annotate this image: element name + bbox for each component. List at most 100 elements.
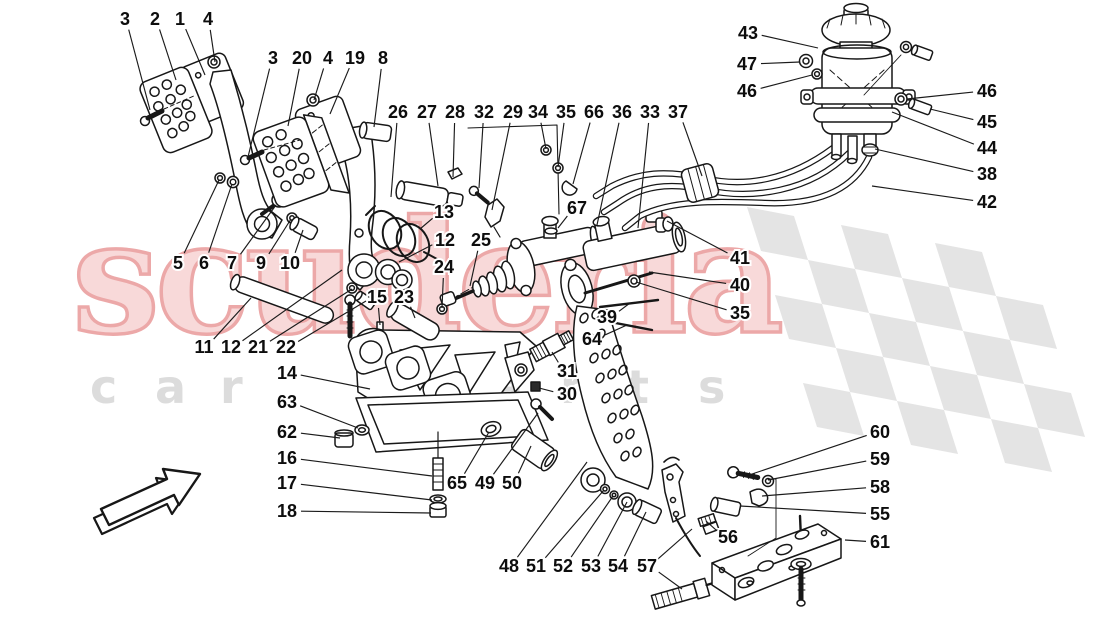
push-rod	[583, 271, 654, 295]
part-label-12: 12	[435, 230, 455, 250]
pivot-shaft	[395, 180, 464, 207]
flag-cell	[841, 225, 902, 278]
pivot-bushings	[374, 258, 413, 291]
clevis-pin	[386, 300, 440, 341]
leader-line	[390, 122, 398, 198]
leader-line	[604, 324, 628, 336]
leader-line	[269, 288, 353, 342]
leader-line	[618, 302, 631, 312]
part-label-35: 35	[556, 102, 576, 122]
part-label-54: 54	[608, 556, 628, 576]
part-label-27: 27	[417, 102, 437, 122]
part-label-10: 10	[280, 253, 300, 273]
flag-cell	[963, 331, 1024, 384]
part-label-4: 4	[203, 9, 213, 29]
leader-line	[517, 445, 532, 474]
leader-line	[551, 351, 559, 363]
part-label-32: 32	[474, 102, 494, 122]
reservoir-fasteners	[798, 40, 934, 116]
leader-line	[751, 434, 867, 475]
leader-line	[929, 108, 974, 121]
part-label-25: 25	[471, 230, 491, 250]
checkered-flag-graphic	[747, 207, 1085, 472]
hose-sleeve	[680, 163, 720, 203]
leader-line	[705, 520, 718, 531]
pivot-bolt	[289, 216, 319, 241]
part-label-59: 59	[870, 449, 890, 469]
leader-line	[409, 306, 416, 319]
part-label-39: 39	[597, 307, 617, 327]
part-label-15: 15	[367, 287, 387, 307]
leader-line	[682, 122, 703, 177]
leader-line	[300, 458, 433, 477]
leader-line	[128, 29, 151, 111]
part-label-67: 67	[567, 198, 587, 218]
leader-line	[906, 91, 974, 100]
part-label-40: 40	[730, 275, 750, 295]
part-label-56: 56	[718, 527, 738, 547]
leader-line	[300, 432, 341, 439]
linkage-bolt	[468, 185, 490, 205]
leader-line	[478, 122, 484, 189]
leader-line	[544, 489, 605, 559]
leader-line	[297, 300, 367, 343]
part-label-61: 61	[870, 532, 890, 552]
part-label-6: 6	[199, 253, 209, 273]
part-label-35-2: 35	[730, 303, 750, 323]
leader-line	[313, 68, 325, 101]
seal-washer	[480, 420, 502, 438]
spacer-tube	[510, 428, 559, 472]
part-label-8: 8	[378, 48, 388, 68]
part-label-50: 50	[502, 473, 522, 493]
return-spring	[365, 205, 438, 264]
pad-screw	[239, 139, 301, 166]
part-label-12-2: 12	[221, 337, 241, 357]
part-label-28: 28	[445, 102, 465, 122]
leader-line	[761, 487, 867, 497]
flag-cell	[836, 348, 897, 401]
part-label-57: 57	[637, 556, 657, 576]
washer-nut-pair	[214, 172, 240, 189]
part-label-17: 17	[277, 473, 297, 493]
leader-line	[648, 271, 727, 285]
part-label-19: 19	[345, 48, 365, 68]
leader-line	[570, 495, 614, 558]
throttle-cable	[650, 517, 731, 610]
leader-line	[597, 501, 628, 557]
leader-line	[492, 412, 539, 475]
leader-line	[666, 220, 728, 254]
leader-line	[767, 460, 867, 481]
part-label-46: 46	[737, 81, 757, 101]
leader-line	[596, 122, 620, 226]
flag-cell	[902, 278, 963, 331]
part-label-60: 60	[870, 422, 890, 442]
leader-line	[469, 250, 479, 287]
clutch-master-cylinder	[386, 215, 601, 341]
leader-line	[185, 28, 206, 76]
leader-line	[377, 307, 381, 326]
part-label-9: 9	[256, 253, 266, 273]
part-label-4-2: 4	[323, 48, 333, 68]
part-label-43: 43	[738, 23, 758, 43]
fluid-reservoir	[800, 2, 916, 165]
watermark-letter: r	[220, 360, 243, 414]
part-label-48: 48	[499, 556, 519, 576]
boot-bellows	[471, 260, 516, 298]
leader-line	[239, 204, 277, 255]
leader-line	[463, 431, 490, 474]
clutch-pedal-pad	[139, 66, 213, 154]
part-label-33: 33	[640, 102, 660, 122]
part-label-55: 55	[870, 504, 890, 524]
leader-line	[373, 68, 382, 128]
leader-line	[491, 122, 511, 211]
watermark-letter: s	[698, 360, 725, 414]
hydraulic-hoses	[592, 144, 873, 232]
mounting-bar	[711, 514, 842, 601]
part-label-36: 36	[612, 102, 632, 122]
part-label-51: 51	[526, 556, 546, 576]
leader-line	[538, 387, 554, 393]
linkage-lever	[484, 198, 505, 228]
rod-bushing	[627, 274, 641, 288]
leader-line	[557, 122, 565, 168]
leader-line	[761, 34, 819, 49]
